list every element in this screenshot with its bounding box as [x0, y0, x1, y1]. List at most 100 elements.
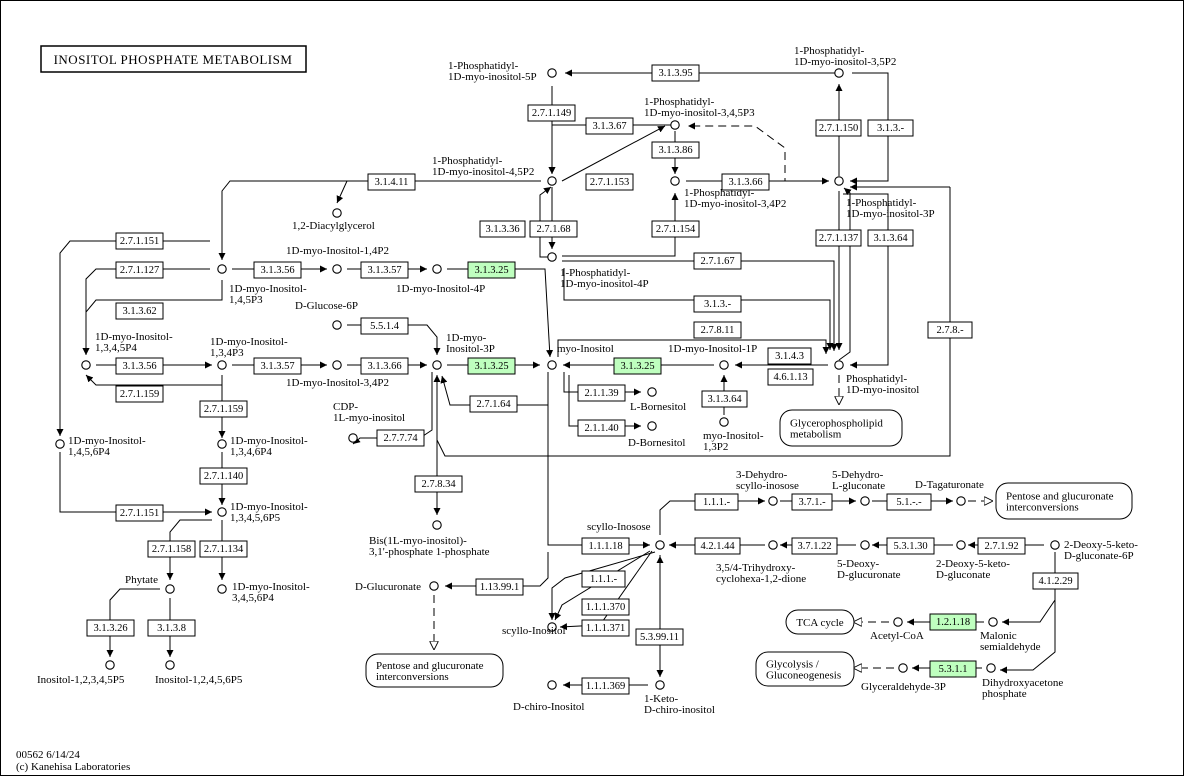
enzyme-3-1-3-86-box[interactable]: 3.1.3.86 — [651, 141, 700, 159]
enzyme-3-1-4-3-box[interactable]: 3.1.4.3 — [767, 347, 812, 365]
compound-c19[interactable]: Phosphatidyl-1D-myo-inositol — [834, 360, 920, 396]
compound-c43[interactable]: Inositol-1,2,4,5,6P5 — [155, 660, 243, 686]
compound-node[interactable] — [988, 617, 998, 627]
enzyme-2-1-1-39-box[interactable]: 2.1.1.39 — [577, 384, 626, 402]
compound-c18[interactable]: 1D-myo-Inositol-3,4P2 — [286, 360, 389, 389]
enzyme-1-2-1-18-box[interactable]: 1.2.1.18 — [929, 613, 977, 631]
enzyme-2-7-1-149-box[interactable]: 2.7.1.149 — [527, 104, 576, 122]
enzyme-2-1-1-40-box[interactable]: 2.1.1.40 — [577, 419, 626, 437]
compound-c28[interactable]: D-Tagaturonate — [915, 479, 984, 506]
enzyme-2-7-8-11-box[interactable]: 2.7.8.11 — [693, 321, 742, 339]
compound-node[interactable] — [956, 540, 966, 550]
compound-c42[interactable]: Inositol-1,2,3,4,5P5 — [37, 660, 125, 686]
enzyme-2-7-8-box[interactable]: 2.7.8.- — [927, 321, 973, 339]
enzyme-2-7-1-92-box[interactable]: 2.7.1.92 — [977, 537, 1026, 555]
enzyme-4-6-1-13-box[interactable]: 4.6.1.13 — [767, 368, 814, 386]
enzyme-2-7-1-67-box[interactable]: 2.7.1.67 — [693, 252, 742, 270]
enzyme-1-13-99-1-box[interactable]: 1.13.99.1 — [475, 578, 524, 596]
compound-c3[interactable]: 1-Phosphatidyl-1D-myo-inositol-3,4,5P3 — [644, 96, 755, 130]
compound-node[interactable] — [432, 520, 442, 530]
compound-node[interactable] — [105, 660, 115, 670]
enzyme-3-1-3-25-box[interactable]: 3.1.3.25 — [467, 357, 516, 375]
compound-node[interactable] — [860, 496, 870, 506]
enzyme-3-1-3-box[interactable]: 3.1.3.- — [867, 119, 914, 137]
enzyme-2-7-1-134-box[interactable]: 2.7.1.134 — [199, 540, 248, 558]
compound-node[interactable] — [719, 360, 729, 370]
compound-node[interactable] — [217, 264, 227, 274]
compound-node[interactable] — [670, 120, 680, 130]
enzyme-3-1-3-box[interactable]: 3.1.3.- — [693, 295, 742, 313]
compound-c14[interactable]: 1D-myo-Inositol-1,3,4P3 — [210, 336, 288, 370]
compound-node[interactable] — [55, 439, 65, 449]
compound-node[interactable] — [348, 433, 358, 443]
compound-node[interactable] — [547, 622, 557, 632]
compound-c36[interactable]: Phytate — [125, 574, 175, 594]
compound-c22[interactable]: 1D-myo-Inositol-1,4,5,6P4 — [55, 435, 146, 458]
compound-node[interactable] — [429, 581, 439, 591]
enzyme-3-1-3-25-box[interactable]: 3.1.3.25 — [613, 357, 662, 375]
compound-c34[interactable]: 5-Deoxy-D-glucuronate — [837, 540, 901, 581]
compound-c39[interactable]: scyllo-Inositol — [502, 622, 566, 637]
enzyme-2-7-1-127-box[interactable]: 2.7.1.127 — [115, 261, 164, 279]
compound-node[interactable] — [655, 680, 665, 690]
enzyme-1-1-1-371-box[interactable]: 1.1.1.371 — [581, 619, 630, 637]
compound-node[interactable] — [432, 264, 442, 274]
enzyme-2-7-1-150-box[interactable]: 2.7.1.150 — [815, 119, 862, 137]
compound-c47[interactable]: 1-Keto-D-chiro-inositol — [644, 680, 715, 716]
enzyme-3-1-4-11-box[interactable]: 3.1.4.11 — [367, 173, 416, 191]
compound-node[interactable] — [332, 320, 342, 330]
compound-c6[interactable]: 1-Phosphatidyl-1D-myo-inositol-3P — [834, 176, 935, 220]
compound-node[interactable] — [768, 540, 778, 550]
pathway-map-link-m5[interactable]: Glycolysis /Gluconeogenesis — [755, 651, 855, 687]
enzyme-3-1-3-57-box[interactable]: 3.1.3.57 — [253, 357, 302, 375]
enzyme-3-7-1-box[interactable]: 3.7.1.- — [791, 493, 833, 511]
enzyme-3-1-3-95-box[interactable]: 3.1.3.95 — [651, 64, 700, 82]
compound-node[interactable] — [670, 176, 680, 186]
compound-node[interactable] — [647, 387, 657, 397]
compound-c35[interactable]: 2-Deoxy-5-keto-D-gluconate — [936, 540, 1010, 581]
enzyme-3-1-3-36-box[interactable]: 3.1.3.36 — [479, 220, 526, 238]
enzyme-2-7-1-159-box[interactable]: 2.7.1.159 — [115, 385, 164, 403]
enzyme-3-1-3-64-box[interactable]: 3.1.3.64 — [867, 229, 914, 247]
enzyme-3-1-3-25-box[interactable]: 3.1.3.25 — [467, 261, 516, 279]
enzyme-1-1-1-18-box[interactable]: 1.1.1.18 — [581, 537, 630, 555]
compound-node[interactable] — [217, 507, 227, 517]
enzyme-3-1-3-62-box[interactable]: 3.1.3.62 — [115, 302, 164, 320]
enzyme-3-1-3-56-box[interactable]: 3.1.3.56 — [253, 261, 302, 279]
compound-node[interactable] — [834, 176, 844, 186]
compound-c30[interactable]: scyllo-Inosose — [587, 521, 665, 550]
enzyme-5-3-99-11-box[interactable]: 5.3.99.11 — [635, 628, 684, 646]
compound-node[interactable] — [834, 68, 844, 78]
compound-node[interactable] — [1050, 540, 1060, 550]
enzyme-5-5-1-4-box[interactable]: 5.5.1.4 — [360, 317, 409, 335]
compound-c8[interactable]: 1D-myo-Inositol-1,4P2 — [286, 245, 389, 274]
compound-c40[interactable]: Acetyl-CoA — [870, 617, 924, 642]
compound-c23[interactable]: 1D-myo-Inositol-1,3,4,6P4 — [217, 435, 308, 458]
compound-node[interactable] — [834, 360, 844, 370]
compound-c24[interactable]: D-Bornesitol — [628, 421, 685, 449]
compound-node[interactable] — [986, 663, 996, 673]
enzyme-2-7-1-137-box[interactable]: 2.7.1.137 — [815, 229, 862, 247]
compound-node[interactable] — [217, 584, 227, 594]
compound-c29[interactable]: 1D-myo-Inositol-1,3,4,5,6P5 — [217, 501, 308, 524]
compound-node[interactable] — [332, 360, 342, 370]
compound-c10[interactable]: 1D-myo-Inositol-4P — [396, 264, 485, 295]
enzyme-2-7-1-68-box[interactable]: 2.7.1.68 — [529, 220, 578, 238]
compound-c2[interactable]: 1-Phosphatidyl-1D-myo-inositol-3,5P2 — [794, 45, 896, 78]
compound-node[interactable] — [893, 617, 903, 627]
compound-c46[interactable]: D-chiro-Inositol — [513, 680, 584, 713]
compound-c38[interactable]: 1D-myo-Inositol-3,4,5,6P4 — [217, 581, 310, 604]
enzyme-2-7-1-158-box[interactable]: 2.7.1.158 — [147, 540, 196, 558]
enzyme-2-7-1-151-box[interactable]: 2.7.1.151 — [115, 232, 164, 250]
enzyme-3-1-3-57-box[interactable]: 3.1.3.57 — [360, 261, 409, 279]
enzyme-2-7-1-64-box[interactable]: 2.7.1.64 — [469, 395, 518, 413]
compound-node[interactable] — [956, 496, 966, 506]
compound-c4[interactable]: 1-Phosphatidyl-1D-myo-inositol-4,5P2 — [432, 155, 557, 186]
pathway-map-link-m4[interactable]: TCA cycle — [785, 609, 855, 635]
compound-node[interactable] — [332, 208, 342, 218]
compound-c15[interactable]: 1D-myo-Inositol-3P — [432, 332, 495, 370]
enzyme-3-1-3-67-box[interactable]: 3.1.3.67 — [585, 117, 634, 135]
enzyme-1-1-1-370-box[interactable]: 1.1.1.370 — [581, 598, 630, 616]
